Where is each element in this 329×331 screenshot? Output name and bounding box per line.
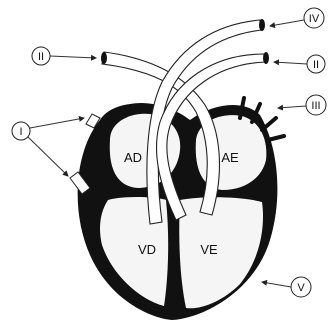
callout-i-text: I — [19, 126, 22, 138]
callout-iv-text: IV — [309, 13, 320, 25]
callout-iii-text: III — [311, 100, 320, 112]
callout-v: V — [262, 277, 311, 297]
callout-iii: III — [278, 95, 326, 115]
left-ventricle-cavity — [179, 197, 263, 308]
vessel-end-iv — [259, 19, 265, 31]
label-left-atrium: AE — [221, 150, 239, 165]
callout-ii-left: II — [32, 47, 96, 65]
callout-ii-right-text: II — [313, 59, 319, 71]
callout-ii-right: II — [274, 55, 325, 73]
callout-v-text: V — [297, 282, 305, 294]
label-right-atrium: AD — [124, 150, 142, 165]
vessel-end-ii-left — [101, 52, 107, 64]
vessel-end-ii-right — [263, 52, 269, 64]
label-right-ventricle: VD — [138, 242, 156, 257]
callout-ii-left-text: II — [38, 51, 44, 63]
callout-iv: IV — [270, 8, 324, 28]
callout-i: I — [12, 118, 84, 176]
label-left-ventricle: VE — [200, 242, 218, 257]
